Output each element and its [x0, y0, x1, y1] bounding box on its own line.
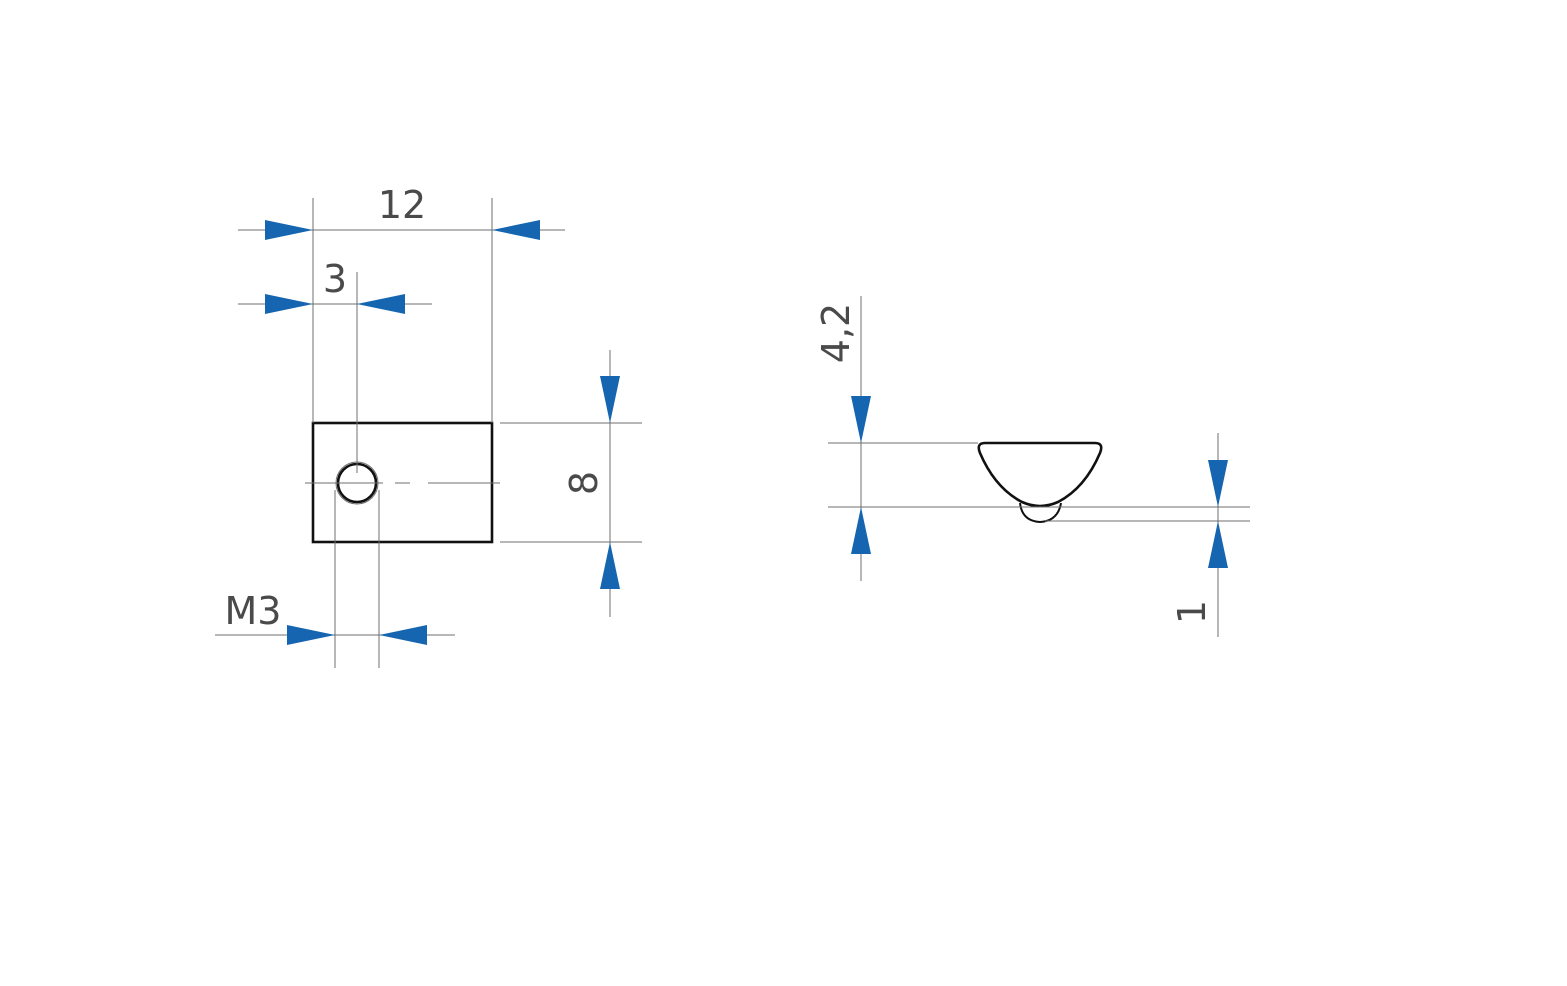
arrowhead-icon	[1208, 460, 1228, 507]
arrowhead-icon	[265, 294, 313, 314]
dimension-lip-1: 1	[1045, 433, 1250, 637]
dimension-thread-m3: M3	[215, 490, 455, 668]
arrowhead-icon	[851, 396, 871, 443]
dimension-label-hole-offset: 3	[323, 257, 347, 301]
dimension-height-4-2: 4,2	[814, 296, 1250, 581]
arrowhead-icon	[492, 220, 540, 240]
front-view	[305, 272, 500, 544]
arrowhead-icon	[265, 220, 313, 240]
dimension-label-side-height: 4,2	[814, 303, 858, 363]
arrowhead-icon	[600, 542, 620, 589]
dimension-width-12: 12	[238, 183, 565, 423]
dimension-label-width: 12	[378, 183, 426, 227]
dimension-label-lip: 1	[1170, 600, 1214, 624]
dimension-label-thread: M3	[225, 589, 282, 633]
arrowhead-icon	[600, 376, 620, 423]
arrowhead-icon	[357, 294, 405, 314]
dimension-height-8: 8	[500, 350, 642, 617]
dimension-label-height: 8	[562, 471, 606, 495]
arrowhead-icon	[287, 625, 335, 645]
arrowhead-icon	[1208, 521, 1228, 568]
nut-lip	[1019, 502, 1062, 524]
nut-outline-side	[977, 441, 1103, 508]
arrowhead-icon	[379, 625, 427, 645]
dimension-hole-offset-3: 3	[238, 257, 432, 314]
arrowhead-icon	[851, 507, 871, 554]
side-view	[977, 441, 1103, 524]
